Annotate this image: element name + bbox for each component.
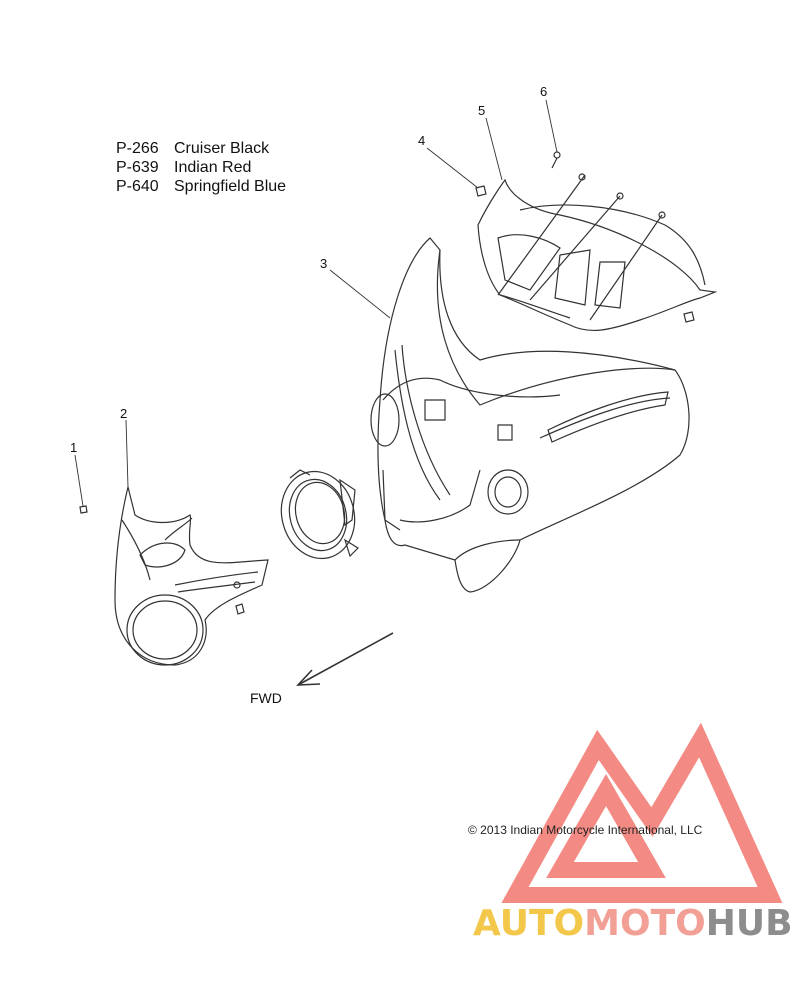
callout-1: 1	[70, 440, 78, 455]
outer-fairing	[114, 486, 269, 666]
forward-arrow	[296, 632, 394, 686]
headlight-ring	[280, 469, 359, 560]
forward-label: FWD	[250, 690, 282, 706]
callout-6: 6	[540, 84, 548, 99]
watermark-text: AUTOMOTOHUB	[473, 903, 793, 944]
callout-4: 4	[418, 133, 426, 148]
callout-3: 3	[320, 256, 328, 271]
upper-bracket	[477, 174, 718, 331]
leader-lines	[74, 99, 558, 507]
screw-6	[551, 151, 666, 219]
inner-fairing	[370, 237, 690, 593]
callout-5: 5	[478, 103, 486, 118]
copyright-notice: © 2013 Indian Motorcycle International, …	[468, 823, 703, 837]
fastener-4	[475, 185, 487, 197]
callout-2: 2	[120, 406, 128, 421]
screw-1	[79, 505, 88, 514]
